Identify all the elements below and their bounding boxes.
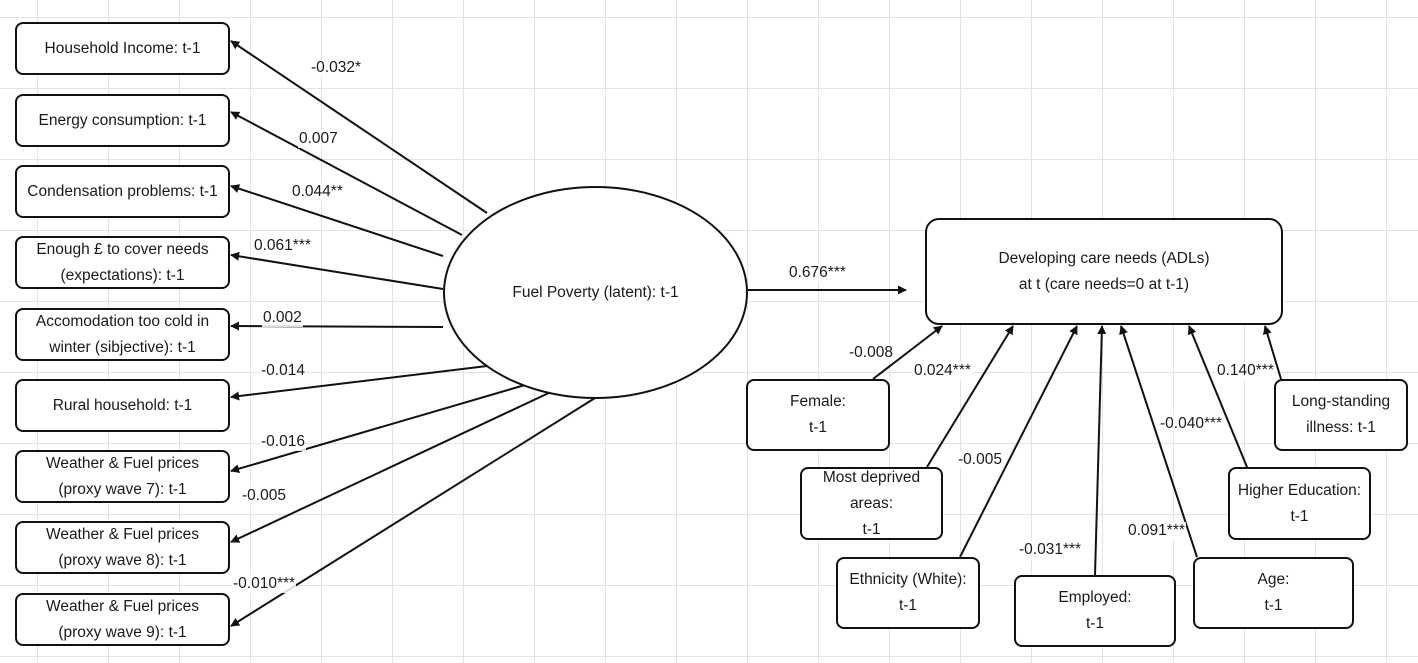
arrow-employed [1094,325,1107,576]
covariate-label: t-1 [1085,615,1105,632]
indicator-label: Weather & Fuel prices [45,597,200,615]
arrow-female [872,325,943,380]
indicator-label: Weather & Fuel prices [45,454,200,472]
covariate-long-standing-illness: Long-standing illness: t-1 [1274,379,1408,451]
outcome-label-line2: at t (care needs=0 at t-1) [1018,275,1190,293]
covariate-label: Female: [790,393,846,410]
arrow-higher-education [1187,325,1248,468]
latent-label: Fuel Poverty (latent): t-1 [512,283,679,301]
covariate-label: t-1 [1264,597,1283,614]
indicator-label: Accomodation too cold in [35,312,210,330]
coef-female: -0.008 [848,344,894,362]
coef-main-path: 0.676*** [788,264,847,282]
covariate-label: Ethnicity (White): [849,571,967,588]
indicator-weather-fuel-wave7: Weather & Fuel prices (proxy wave 7): t-… [15,450,230,503]
indicator-weather-fuel-wave9: Weather & Fuel prices (proxy wave 9): t-… [15,593,230,646]
coef-employed: -0.031*** [1018,541,1083,559]
arrow-age [1119,325,1198,558]
indicator-label: Weather & Fuel prices [45,525,200,543]
covariate-label: Age: [1257,571,1290,588]
coef-rural: -0.014 [260,362,306,380]
covariate-higher-education: Higher Education: t-1 [1228,467,1371,540]
indicator-label: Enough £ to cover needs [36,240,209,258]
indicator-label: (expectations): t-1 [60,266,185,284]
arrow-rural [230,365,488,401]
coef-energy-consumption: 0.007 [298,130,339,148]
coef-wave9: -0.010*** [232,575,297,593]
indicator-label: (proxy wave 8): t-1 [58,551,187,569]
indicator-too-cold: Accomodation too cold in winter (sibject… [15,308,230,361]
coef-ethnicity: -0.005 [957,451,1003,469]
arrow-condensation [230,184,444,257]
coef-higher-education: -0.040*** [1159,415,1224,433]
indicator-label: Household Income: t-1 [44,39,201,57]
indicator-label: Energy consumption: t-1 [38,111,207,129]
coef-wave7: -0.016 [260,433,306,451]
indicator-household-income: Household Income: t-1 [15,22,230,75]
outcome-care-needs: Developing care needs (ADLs) at t (care … [925,218,1283,325]
covariate-label: Employed: [1058,589,1132,606]
indicator-label: winter (sibjective): t-1 [49,338,196,356]
arrow-wave8 [230,390,554,543]
coef-long-standing: 0.140*** [1216,362,1275,380]
covariate-label: illness: t-1 [1306,419,1376,436]
indicator-weather-fuel-wave8: Weather & Fuel prices (proxy wave 8): t-… [15,521,230,574]
covariate-ethnicity-white: Ethnicity (White): t-1 [836,557,980,629]
covariate-label: t-1 [898,597,918,614]
coef-too-cold: 0.002 [262,309,303,327]
indicator-label: (proxy wave 7): t-1 [58,480,187,498]
indicator-rural-household: Rural household: t-1 [15,379,230,432]
covariate-label: Most deprived [822,468,921,486]
indicator-energy-consumption: Energy consumption: t-1 [15,94,230,147]
indicator-label: Condensation problems: t-1 [27,182,218,200]
indicator-label: (proxy wave 9): t-1 [58,623,187,641]
coef-household-income: -0.032* [310,59,362,77]
coef-condensation: 0.044** [291,183,344,201]
covariate-label: areas: [849,494,894,512]
arrow-energy-consumption [230,111,463,236]
coef-wave8: -0.005 [241,487,287,505]
covariate-label: t-1 [808,419,828,436]
covariate-female: Female: t-1 [746,379,890,451]
covariate-label: t-1 [862,520,881,538]
indicator-condensation-problems: Condensation problems: t-1 [15,165,230,218]
arrow-enough-money [230,251,444,290]
arrow-ethnicity [959,325,1078,558]
covariate-age: Age: t-1 [1193,557,1354,629]
covariate-employed: Employed: t-1 [1014,575,1176,647]
covariate-label: Long-standing [1291,393,1391,410]
covariate-label: t-1 [1290,507,1309,525]
arrow-deprived [926,325,1014,468]
coef-age: 0.091*** [1127,522,1186,540]
latent-fuel-poverty: Fuel Poverty (latent): t-1 [443,186,748,399]
arrow-wave7 [230,384,526,474]
indicator-label: Rural household: t-1 [52,396,193,414]
indicator-enough-money: Enough £ to cover needs (expectations): … [15,236,230,289]
covariate-label: Higher Education: [1237,481,1362,499]
covariate-most-deprived-areas: Most deprived areas: t-1 [800,467,943,540]
outcome-label-line1: Developing care needs (ADLs) [998,249,1210,267]
arrow-household-income [230,40,488,214]
coef-most-deprived: 0.024*** [913,362,972,380]
coef-enough-money: 0.061*** [253,237,312,255]
arrow-long-standing [1263,325,1282,380]
